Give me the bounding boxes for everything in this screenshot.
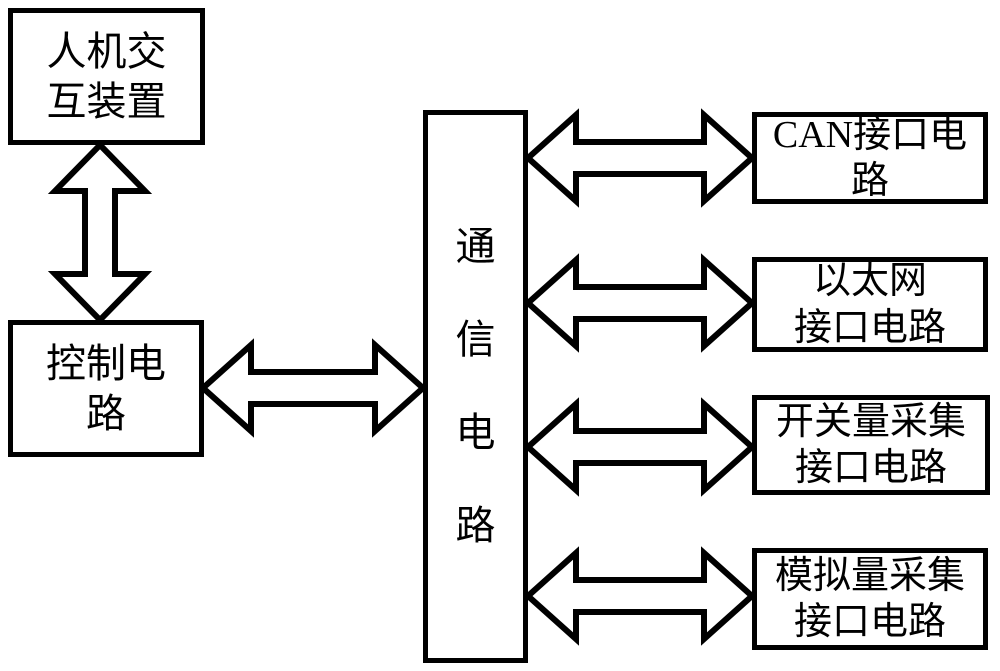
control-circuit-label-line1: 控制电 [46,340,166,386]
switch-acquisition-interface-box: 开关量采集 接口电路 [752,395,990,495]
bidirectional-arrow-hmi-control [47,140,153,325]
communication-circuit-box: 通 信 电 路 [423,110,528,663]
switch-acquisition-label-line2: 接口电路 [794,447,947,489]
ethernet-interface-label-line2: 接口电路 [793,306,946,349]
can-interface-label-line2: 路 [850,160,889,202]
bidirectional-arrow-comm-switch [523,397,757,497]
analog-acquisition-label-line2: 接口电路 [793,601,946,643]
bidirectional-arrow-comm-ethernet [523,253,757,353]
analog-acquisition-label-line1: 模拟量采集 [774,554,965,597]
ethernet-interface-box: 以太网 接口电路 [752,257,988,352]
hmi-device-label-line1: 人机交 [46,28,167,74]
control-circuit-label-line2: 路 [86,390,126,436]
bidirectional-arrow-comm-can [523,108,757,208]
analog-acquisition-interface-box: 模拟量采集 接口电路 [752,548,988,650]
communication-circuit-char-3: 电 [455,410,496,455]
bidirectional-arrow-comm-analog [523,546,757,646]
can-interface-box: CAN接口电 路 [752,112,988,204]
control-circuit-box: 控制电 路 [8,320,204,457]
hmi-device-box: 人机交 互装置 [8,8,205,145]
communication-circuit-char-4: 路 [455,503,496,548]
bidirectional-arrow-control-comm [198,338,428,438]
ethernet-interface-label-line1: 以太网 [812,260,927,303]
communication-circuit-char-2: 信 [455,317,496,362]
hmi-device-label-line2: 互装置 [46,78,167,124]
switch-acquisition-label-line1: 开关量采集 [775,400,966,443]
communication-circuit-char-1: 通 [455,224,496,269]
can-interface-label-line1: CAN接口电 [772,113,968,156]
